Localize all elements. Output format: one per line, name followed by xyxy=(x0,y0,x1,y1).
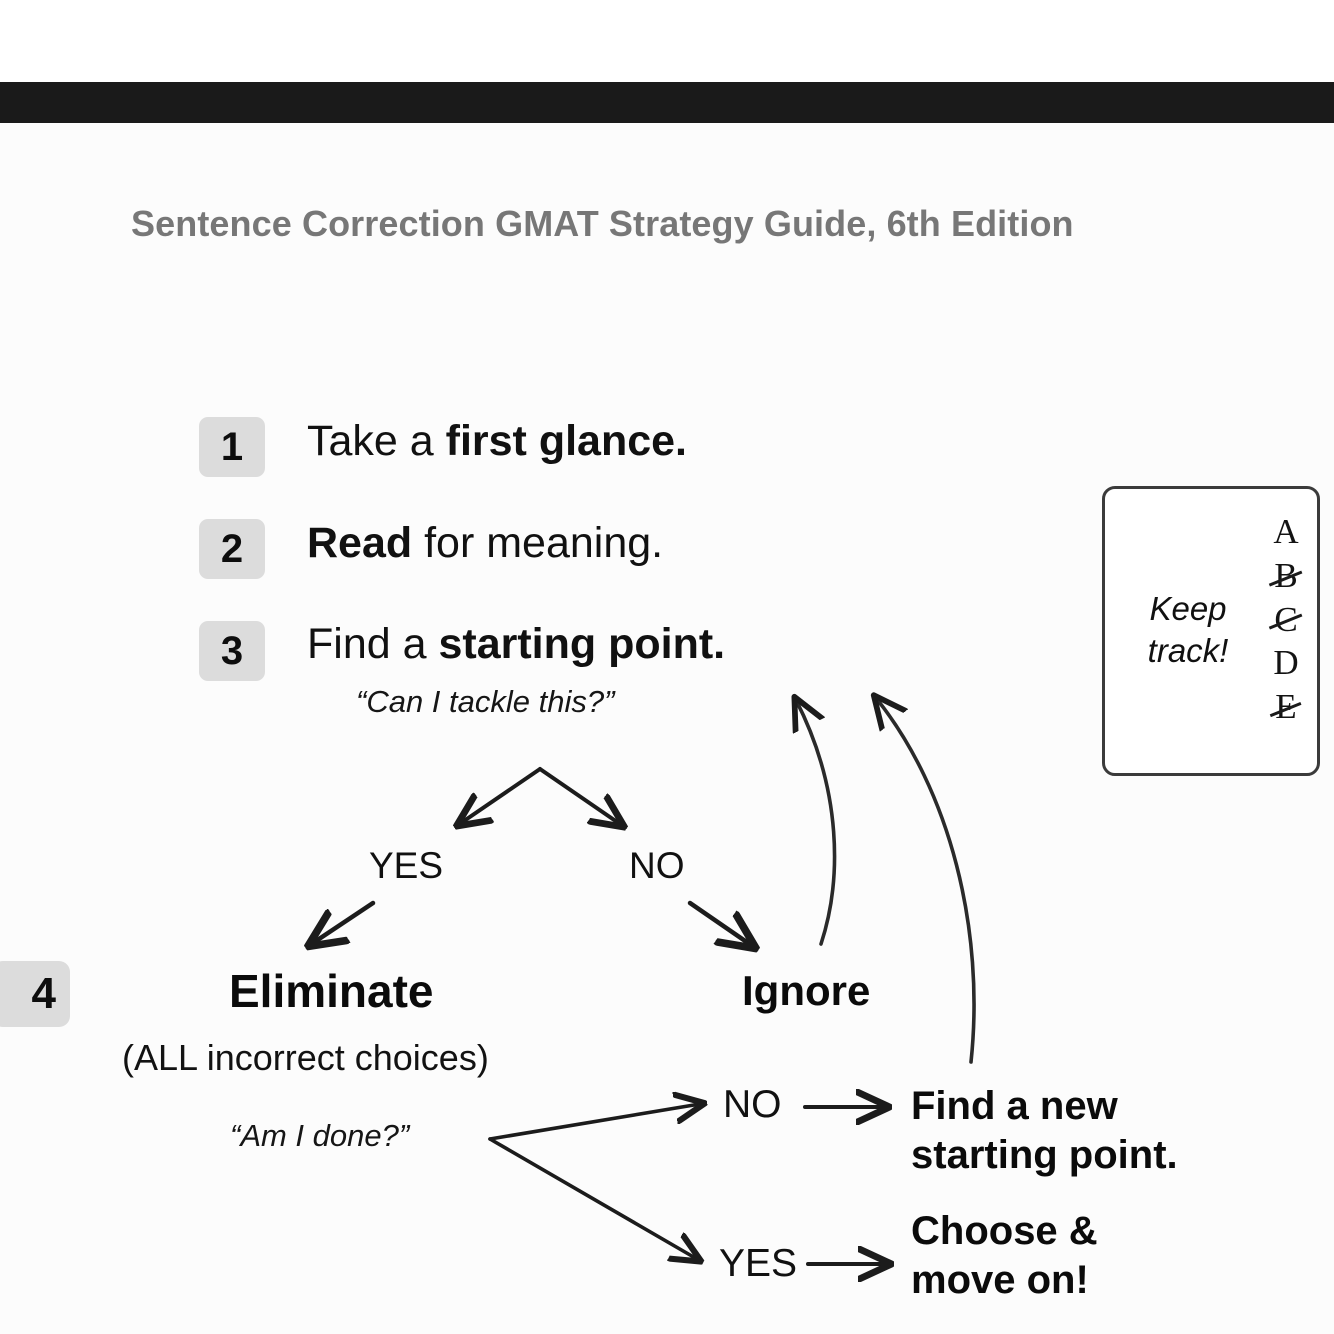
keep-track-label-line2: track! xyxy=(1147,632,1229,670)
outcome-choose-line2: move on! xyxy=(911,1257,1089,1302)
step-badge-3: 3 xyxy=(199,621,265,681)
step-3-prefix: Find a xyxy=(307,620,439,668)
question-can-i-tackle: “Can I tackle this?” xyxy=(356,684,615,719)
outcome-eliminate: Eliminate xyxy=(229,965,434,1017)
branch-label-yes-tackle: YES xyxy=(369,845,444,886)
step-1-bold: first glance. xyxy=(445,417,687,465)
keep-track-label-line1: Keep xyxy=(1149,590,1227,627)
step-3-bold: starting point. xyxy=(438,620,726,668)
keep-track-label: Keep track! xyxy=(1128,588,1248,672)
outcome-ignore: Ignore xyxy=(742,967,871,1014)
answer-choice-b: B xyxy=(1274,554,1297,598)
answer-choice-e: E xyxy=(1275,685,1296,729)
outcome-find-new-line1: Find a new xyxy=(911,1084,1118,1128)
question-am-i-done: “Am I done?” xyxy=(230,1118,410,1153)
step-text-1: Take a first glance. xyxy=(307,417,687,466)
step-2-bold: Read xyxy=(307,519,413,567)
branch-label-no-done: NO xyxy=(723,1083,782,1126)
step-text-3: Find a starting point. xyxy=(307,620,725,669)
answer-choice-a: A xyxy=(1273,512,1299,551)
top-white-strip xyxy=(0,0,1334,82)
answer-choice-d: D xyxy=(1273,643,1299,683)
step-text-2: Read for meaning. xyxy=(307,519,663,568)
step-badge-4: 4 xyxy=(0,961,70,1027)
step-2-suffix: for meaning. xyxy=(412,519,664,567)
branch-label-yes-done: YES xyxy=(719,1242,798,1285)
page-title: Sentence Correction GMAT Strategy Guide,… xyxy=(131,203,1074,244)
step-1-prefix: Take a xyxy=(307,417,446,465)
eliminate-note: (ALL incorrect choices) xyxy=(122,1037,489,1078)
branch-label-no-tackle: NO xyxy=(629,845,685,886)
outcome-find-new-starting-point: Find a new starting point. xyxy=(911,1082,1178,1180)
outcome-choose-line1: Choose & xyxy=(911,1209,1098,1253)
answer-choice-c: C xyxy=(1274,598,1297,642)
keep-track-letters: A B C D E xyxy=(1262,510,1310,729)
outcome-find-new-line2: starting point. xyxy=(911,1132,1178,1177)
outcome-choose-and-move-on: Choose & move on! xyxy=(911,1207,1098,1305)
step-badge-2: 2 xyxy=(199,519,265,579)
step-badge-1: 1 xyxy=(199,417,265,477)
dark-separator-bar xyxy=(0,82,1334,123)
